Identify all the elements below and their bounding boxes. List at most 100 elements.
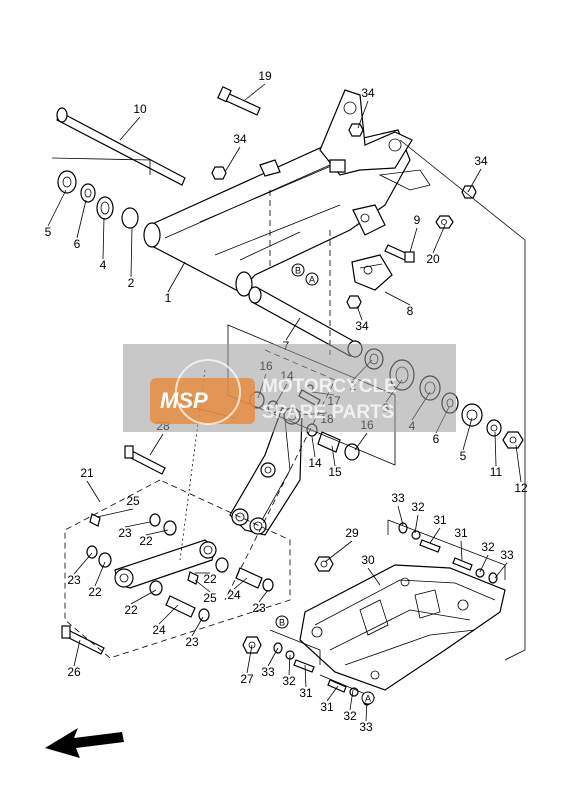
leader-line-c34a xyxy=(357,100,369,129)
bracket-8 xyxy=(351,254,393,291)
leader-line-c11 xyxy=(494,431,497,467)
callout-c24a: 24 xyxy=(227,588,241,602)
callout-c8: 8 xyxy=(407,304,414,318)
leader-line-c32d xyxy=(349,689,354,711)
leader-line-c23a xyxy=(124,521,151,528)
callout-c22a: 22 xyxy=(139,534,153,548)
callout-c11: 11 xyxy=(490,465,503,479)
leader-line-c22d xyxy=(130,589,157,605)
reference-letter-rB1: B xyxy=(295,266,301,276)
callout-c29: 29 xyxy=(345,526,359,540)
leader-line-c12 xyxy=(515,444,522,483)
callout-c33d: 33 xyxy=(359,720,373,734)
reference-letter-rB2: B xyxy=(279,618,285,628)
leader-line-c19 xyxy=(244,83,266,101)
leader-line-c34c xyxy=(467,168,482,193)
front-arrow-icon xyxy=(45,728,124,758)
leader-line-c33b xyxy=(494,562,508,579)
leader-line-c31d xyxy=(326,685,339,702)
callout-c22b: 22 xyxy=(88,585,102,599)
bolt-28 xyxy=(124,445,166,475)
callout-c14b: 14 xyxy=(308,456,322,470)
skid-guard xyxy=(299,564,506,691)
callout-c4a: 4 xyxy=(100,258,107,272)
bolt-26 xyxy=(61,625,105,655)
reference-mark-rB1: B xyxy=(291,263,305,277)
callout-c20: 20 xyxy=(426,252,440,266)
leader-line-c31b xyxy=(460,540,463,561)
callout-c32c: 32 xyxy=(282,674,296,688)
leader-line-c10 xyxy=(119,116,141,141)
leader-line-c1 xyxy=(167,261,186,293)
callout-c22c: 22 xyxy=(203,572,217,586)
reference-letter-rA1: A xyxy=(309,275,315,285)
callout-c31d: 31 xyxy=(320,700,334,714)
callout-c5a: 5 xyxy=(45,225,52,239)
reference-mark-rA2: A xyxy=(361,691,375,705)
watermark: MSP MOTORCYCLE SPARE PARTS xyxy=(123,344,456,432)
reference-letter-rA2: A xyxy=(365,694,371,704)
callout-c31a: 31 xyxy=(433,513,447,527)
callout-c23d: 23 xyxy=(185,635,199,649)
callout-c32a: 32 xyxy=(411,500,425,514)
callout-numbers: 1910343434564219208347161421317183461628… xyxy=(45,69,528,734)
callout-c25a: 25 xyxy=(126,494,140,508)
callout-c34b: 34 xyxy=(233,132,247,146)
leader-line-c32a xyxy=(414,514,419,534)
leader-line-c24b xyxy=(158,604,179,625)
leader-line-c24a xyxy=(233,577,248,590)
callout-c9: 9 xyxy=(414,213,421,227)
leader-line-c5a xyxy=(47,189,67,227)
watermark-line2: SPARE PARTS xyxy=(262,402,394,423)
left-bearing-stack xyxy=(51,157,151,229)
callout-c26: 26 xyxy=(67,665,81,679)
leader-line-c27 xyxy=(246,644,253,674)
callout-c12: 12 xyxy=(514,481,528,495)
callout-c33b: 33 xyxy=(500,548,514,562)
callout-c25b: 25 xyxy=(203,591,217,605)
callout-c30: 30 xyxy=(361,553,375,567)
watermark-logo: MSP xyxy=(160,388,208,413)
leader-line-c4a xyxy=(102,217,105,260)
leader-line-c23c xyxy=(258,589,269,603)
leader-line-c23d xyxy=(191,616,204,637)
callout-c34d: 34 xyxy=(355,319,369,333)
callout-c6b: 6 xyxy=(433,432,440,446)
leader-line-c5b xyxy=(462,417,473,451)
leader-line-c2a xyxy=(130,227,133,278)
leader-line-c30 xyxy=(367,567,381,586)
callout-c10: 10 xyxy=(133,102,147,116)
nut-29 xyxy=(314,556,334,572)
watermark-globe-icon xyxy=(175,359,241,425)
leader-line-c25b xyxy=(194,579,211,593)
callout-c1: 1 xyxy=(165,291,172,305)
callout-c22d: 22 xyxy=(124,603,138,617)
reference-mark-rB2: B xyxy=(275,615,289,629)
leader-line-c20 xyxy=(432,224,446,254)
leader-line-c15 xyxy=(331,445,336,467)
bolt-9 xyxy=(384,244,415,263)
leader-line-c21 xyxy=(86,480,101,503)
leader-line-c25a xyxy=(96,508,134,518)
leader-line-c34d xyxy=(356,305,363,321)
callout-c34c: 34 xyxy=(474,154,488,168)
leader-line-c26 xyxy=(73,639,81,667)
leader-line-c7 xyxy=(285,317,301,341)
leader-line-c22a xyxy=(145,529,169,536)
pivot-shaft xyxy=(56,107,186,186)
reference-mark-rA1: A xyxy=(305,272,319,286)
watermark-line1: MOTORCYCLE xyxy=(262,376,397,397)
callout-c15: 15 xyxy=(328,465,342,479)
callout-c23a: 23 xyxy=(118,526,132,540)
leader-line-c34b xyxy=(224,146,241,173)
callout-c32b: 32 xyxy=(481,540,495,554)
callout-c5b: 5 xyxy=(460,449,467,463)
callout-c31c: 31 xyxy=(299,686,313,700)
nut-20 xyxy=(435,215,454,229)
callout-c32d: 32 xyxy=(343,709,357,723)
swingarm xyxy=(143,89,431,297)
callout-c23b: 23 xyxy=(67,573,81,587)
leader-line-c32c xyxy=(288,654,291,676)
